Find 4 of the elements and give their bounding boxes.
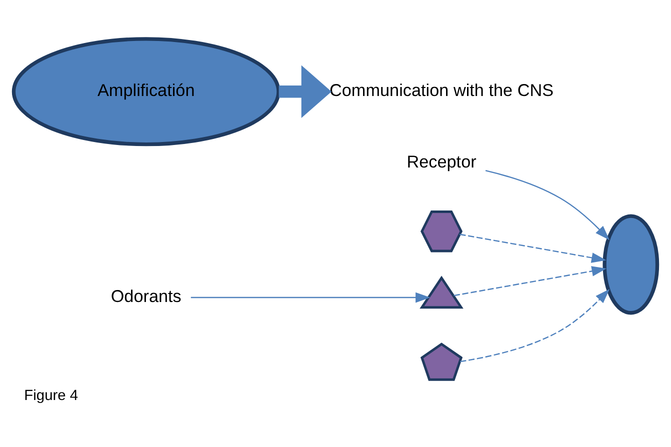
node-text: Odorants <box>110 286 182 306</box>
node-text: Receptor <box>406 150 476 171</box>
caption: Figure 4 <box>24 388 78 404</box>
node-text: Communication with the CNS <box>329 80 554 100</box>
